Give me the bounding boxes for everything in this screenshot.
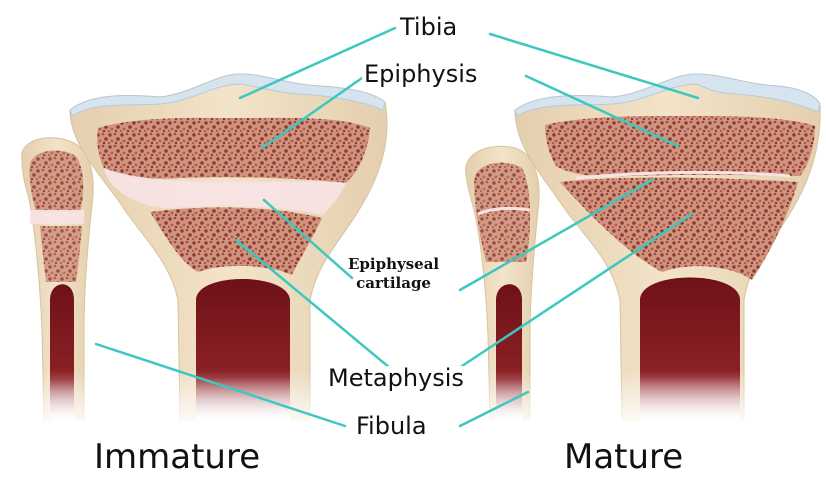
label-epiphysis: Epiphysis (362, 62, 479, 86)
label-epiphyseal-line1: Epiphyseal (348, 255, 439, 274)
label-epiphyseal-line2: cartilage (348, 274, 439, 293)
label-metaphysis: Metaphysis (326, 366, 466, 390)
label-epiphyseal-cartilage: Epiphyseal cartilage (346, 255, 441, 293)
title-mature: Mature (562, 440, 685, 474)
leader-tibia-right (490, 34, 698, 98)
label-tibia: Tibia (398, 15, 459, 39)
label-fibula: Fibula (354, 414, 429, 438)
mature-tibia (515, 74, 820, 420)
title-immature: Immature (92, 440, 262, 474)
